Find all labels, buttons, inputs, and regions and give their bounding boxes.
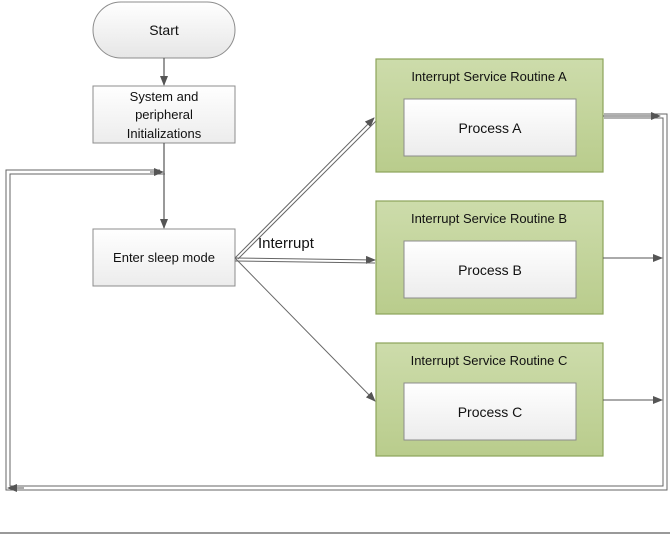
sleep-label: Enter sleep mode [113,250,215,265]
isr-c-node: Interrupt Service Routine C Process C [375,342,604,457]
init-label-line2: peripheral [135,107,193,122]
isr-a-node: Interrupt Service Routine A Process A [375,58,604,173]
start-label: Start [149,22,179,38]
isr-b-title: Interrupt Service Routine B [411,211,567,226]
sleep-node: Enter sleep mode [92,228,236,287]
isr-c-title: Interrupt Service Routine C [411,353,568,368]
interrupt-edge-label: Interrupt [258,235,315,252]
init-node: System and peripheral Initializations [92,85,236,144]
interrupt-edges [234,117,378,402]
isr-a-title: Interrupt Service Routine A [411,69,567,84]
init-label-line1: System and [130,89,199,104]
start-node: Start [92,1,236,59]
init-label-line3: Initializations [127,126,202,141]
process-c-label: Process C [458,404,523,420]
process-b-label: Process B [458,262,522,278]
process-a-label: Process A [458,120,522,136]
isr-b-node: Interrupt Service Routine B Process B [375,200,604,315]
